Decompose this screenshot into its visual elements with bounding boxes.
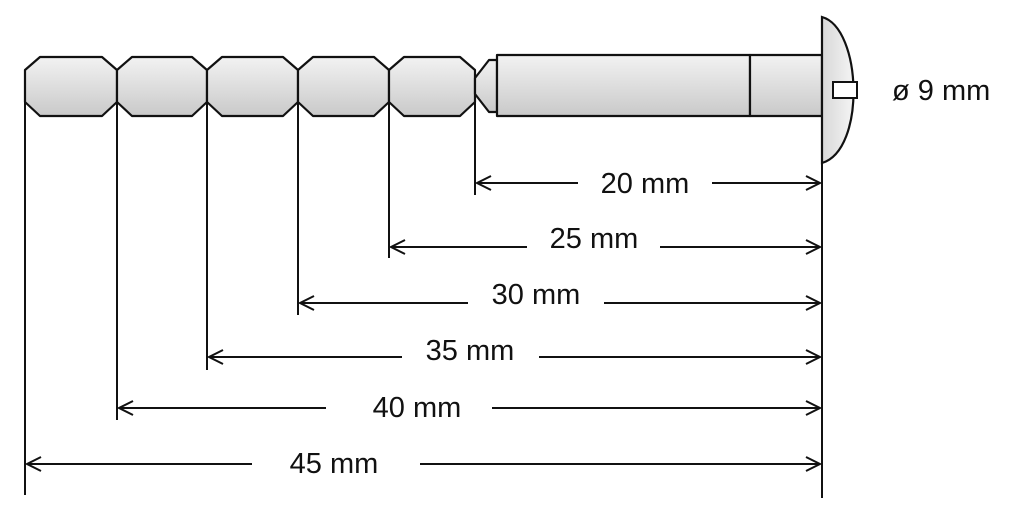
screw-segment-1 <box>23 55 119 118</box>
screw-segment-3 <box>205 55 300 118</box>
dimension-40mm: 40 mm <box>116 392 823 424</box>
dimension-25mm: 25 mm <box>388 223 823 255</box>
screw-segment-2 <box>115 55 209 118</box>
screw <box>23 15 858 165</box>
dimension-label: 45 mm <box>290 448 379 480</box>
extension-lines <box>24 70 823 498</box>
arrow-right-icon <box>805 400 823 416</box>
arrow-left-icon <box>474 175 492 191</box>
dimension-label: 30 mm <box>492 279 581 311</box>
dimension-30mm: 30 mm <box>297 279 823 311</box>
dimension-45mm: 45 mm <box>24 448 823 480</box>
arrow-left-icon <box>297 295 315 311</box>
arrow-right-icon <box>805 349 823 365</box>
arrow-right-icon <box>805 295 823 311</box>
dimension-label: 20 mm <box>601 168 690 200</box>
dimension-label: 40 mm <box>373 392 462 424</box>
screw-segment-4 <box>296 55 391 118</box>
arrow-left-icon <box>116 400 134 416</box>
screw-shank <box>495 53 752 118</box>
dimension-35mm: 35 mm <box>206 335 823 367</box>
diameter-label: ø 9 mm <box>892 75 990 107</box>
arrow-left-icon <box>206 349 224 365</box>
arrow-left-icon <box>24 456 42 472</box>
screw-collar <box>473 58 499 114</box>
screw-slot <box>832 81 858 99</box>
screw-neck <box>748 53 824 118</box>
arrow-left-icon <box>388 239 406 255</box>
arrow-right-icon <box>805 175 823 191</box>
arrow-right-icon <box>805 239 823 255</box>
screw-segment-5 <box>387 55 477 118</box>
dimension-label: 25 mm <box>550 223 639 255</box>
arrow-right-icon <box>805 456 823 472</box>
dimension-20mm: 20 mm <box>474 168 823 200</box>
dimension-label: 35 mm <box>426 335 515 367</box>
